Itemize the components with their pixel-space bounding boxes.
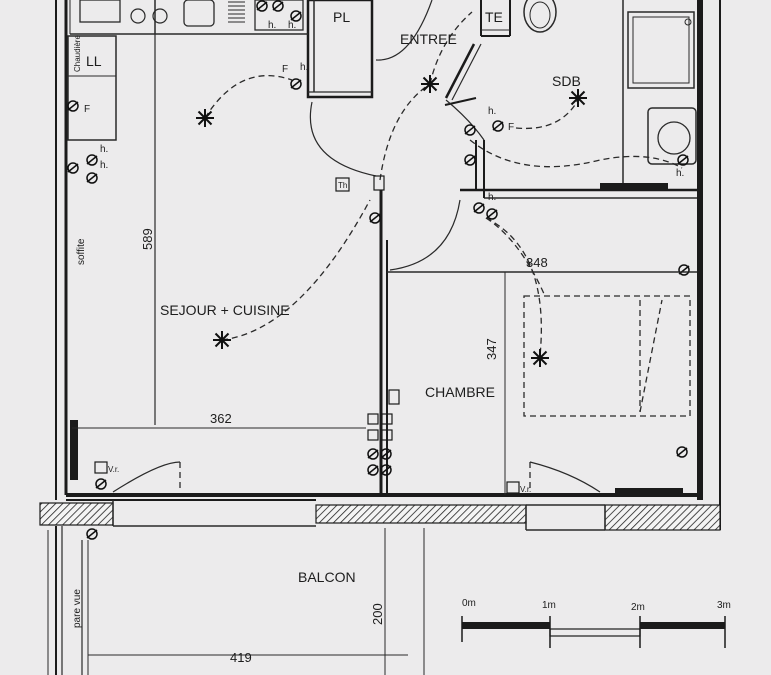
outlet-icon	[367, 464, 379, 476]
room-label-sejour: SEJOUR + CUISINE	[160, 302, 290, 318]
outlet-icon	[95, 478, 107, 490]
ceiling-light-icon	[195, 108, 215, 128]
outlet-icon	[67, 162, 79, 174]
switch-boxes	[94, 175, 520, 494]
outlet-mark-h: h.	[488, 106, 496, 117]
outlet-mark-h: h.	[268, 20, 276, 31]
scale-tick-1m: 1m	[542, 600, 556, 611]
scale-bar	[461, 616, 726, 648]
outlet-mark-h: h.	[300, 62, 308, 73]
dimension-lines	[72, 271, 695, 675]
outlet-icon	[367, 448, 379, 460]
outlet-icon	[86, 154, 98, 166]
dimension-sejour-width: 362	[210, 411, 232, 426]
dimension-chambre-height: 347	[484, 338, 499, 360]
ceiling-light-icon	[568, 88, 588, 108]
electrical-wiring	[204, 11, 683, 357]
outer-walls	[39, 0, 721, 531]
dimension-balcon-depth: 200	[370, 603, 385, 625]
dimension-balcon-width: 419	[230, 650, 252, 665]
door-swings	[112, 0, 601, 493]
room-label-te: TE	[485, 9, 503, 25]
outlet-icon	[492, 120, 504, 132]
dimension-chambre-width: 348	[526, 255, 548, 270]
room-label-chambre: CHAMBRE	[425, 384, 495, 400]
room-label-sdb: SDB	[552, 73, 581, 89]
outlet-icon	[86, 528, 98, 540]
outlet-icon	[464, 154, 476, 166]
thermostat-label: Th	[338, 181, 347, 190]
vr-label-left: V.r.	[108, 465, 119, 474]
outlet-icon	[464, 124, 476, 136]
kitchen-appliances	[79, 0, 304, 31]
soffite-label: soffite	[76, 238, 87, 265]
chaudiere-label: Chaudière	[73, 35, 82, 72]
outlet-icon	[473, 202, 485, 214]
outlet-icon	[369, 212, 381, 224]
outlets	[67, 0, 690, 540]
outlet-mark-f: F	[508, 122, 514, 133]
outlet-icon	[272, 0, 284, 12]
ceiling-light-icon	[530, 348, 550, 368]
outlet-icon	[86, 172, 98, 184]
outlet-icon	[290, 78, 302, 90]
scale-tick-0m: 0m	[462, 598, 476, 609]
outlet-mark-h: h.	[488, 192, 496, 203]
outlet-icon	[256, 0, 268, 12]
room-label-ll: LL	[86, 53, 102, 69]
dimension-sejour-height: 589	[140, 228, 155, 250]
bed-outline	[523, 295, 691, 417]
vr-label-right: V.r.	[520, 485, 531, 494]
outlet-icon	[678, 264, 690, 276]
scale-tick-3m: 3m	[717, 600, 731, 611]
outlet-mark-f: F	[282, 64, 288, 75]
outlet-mark-h: h.	[100, 144, 108, 155]
outlet-icon	[486, 208, 498, 220]
ceiling-light-icon	[420, 74, 440, 94]
outlet-mark-h: h.	[676, 168, 684, 179]
bathroom-fixtures	[70, 0, 697, 495]
balcony	[47, 526, 89, 675]
room-label-entree: ENTREE	[400, 31, 457, 47]
pare-vue-label: pare vue	[72, 589, 83, 628]
outlet-mark-f: F	[84, 104, 90, 115]
outlet-mark-h: h.	[288, 20, 296, 31]
room-label-balcon: BALCON	[298, 569, 356, 585]
ceiling-light-icon	[212, 330, 232, 350]
outlet-icon	[67, 100, 79, 112]
outlet-icon	[676, 446, 688, 458]
scale-tick-2m: 2m	[631, 602, 645, 613]
room-label-pl: PL	[333, 9, 350, 25]
outlet-mark-h: h.	[100, 160, 108, 171]
outlet-height-marks: h. h. h. h. h. h. h. h. F F F	[84, 20, 684, 203]
